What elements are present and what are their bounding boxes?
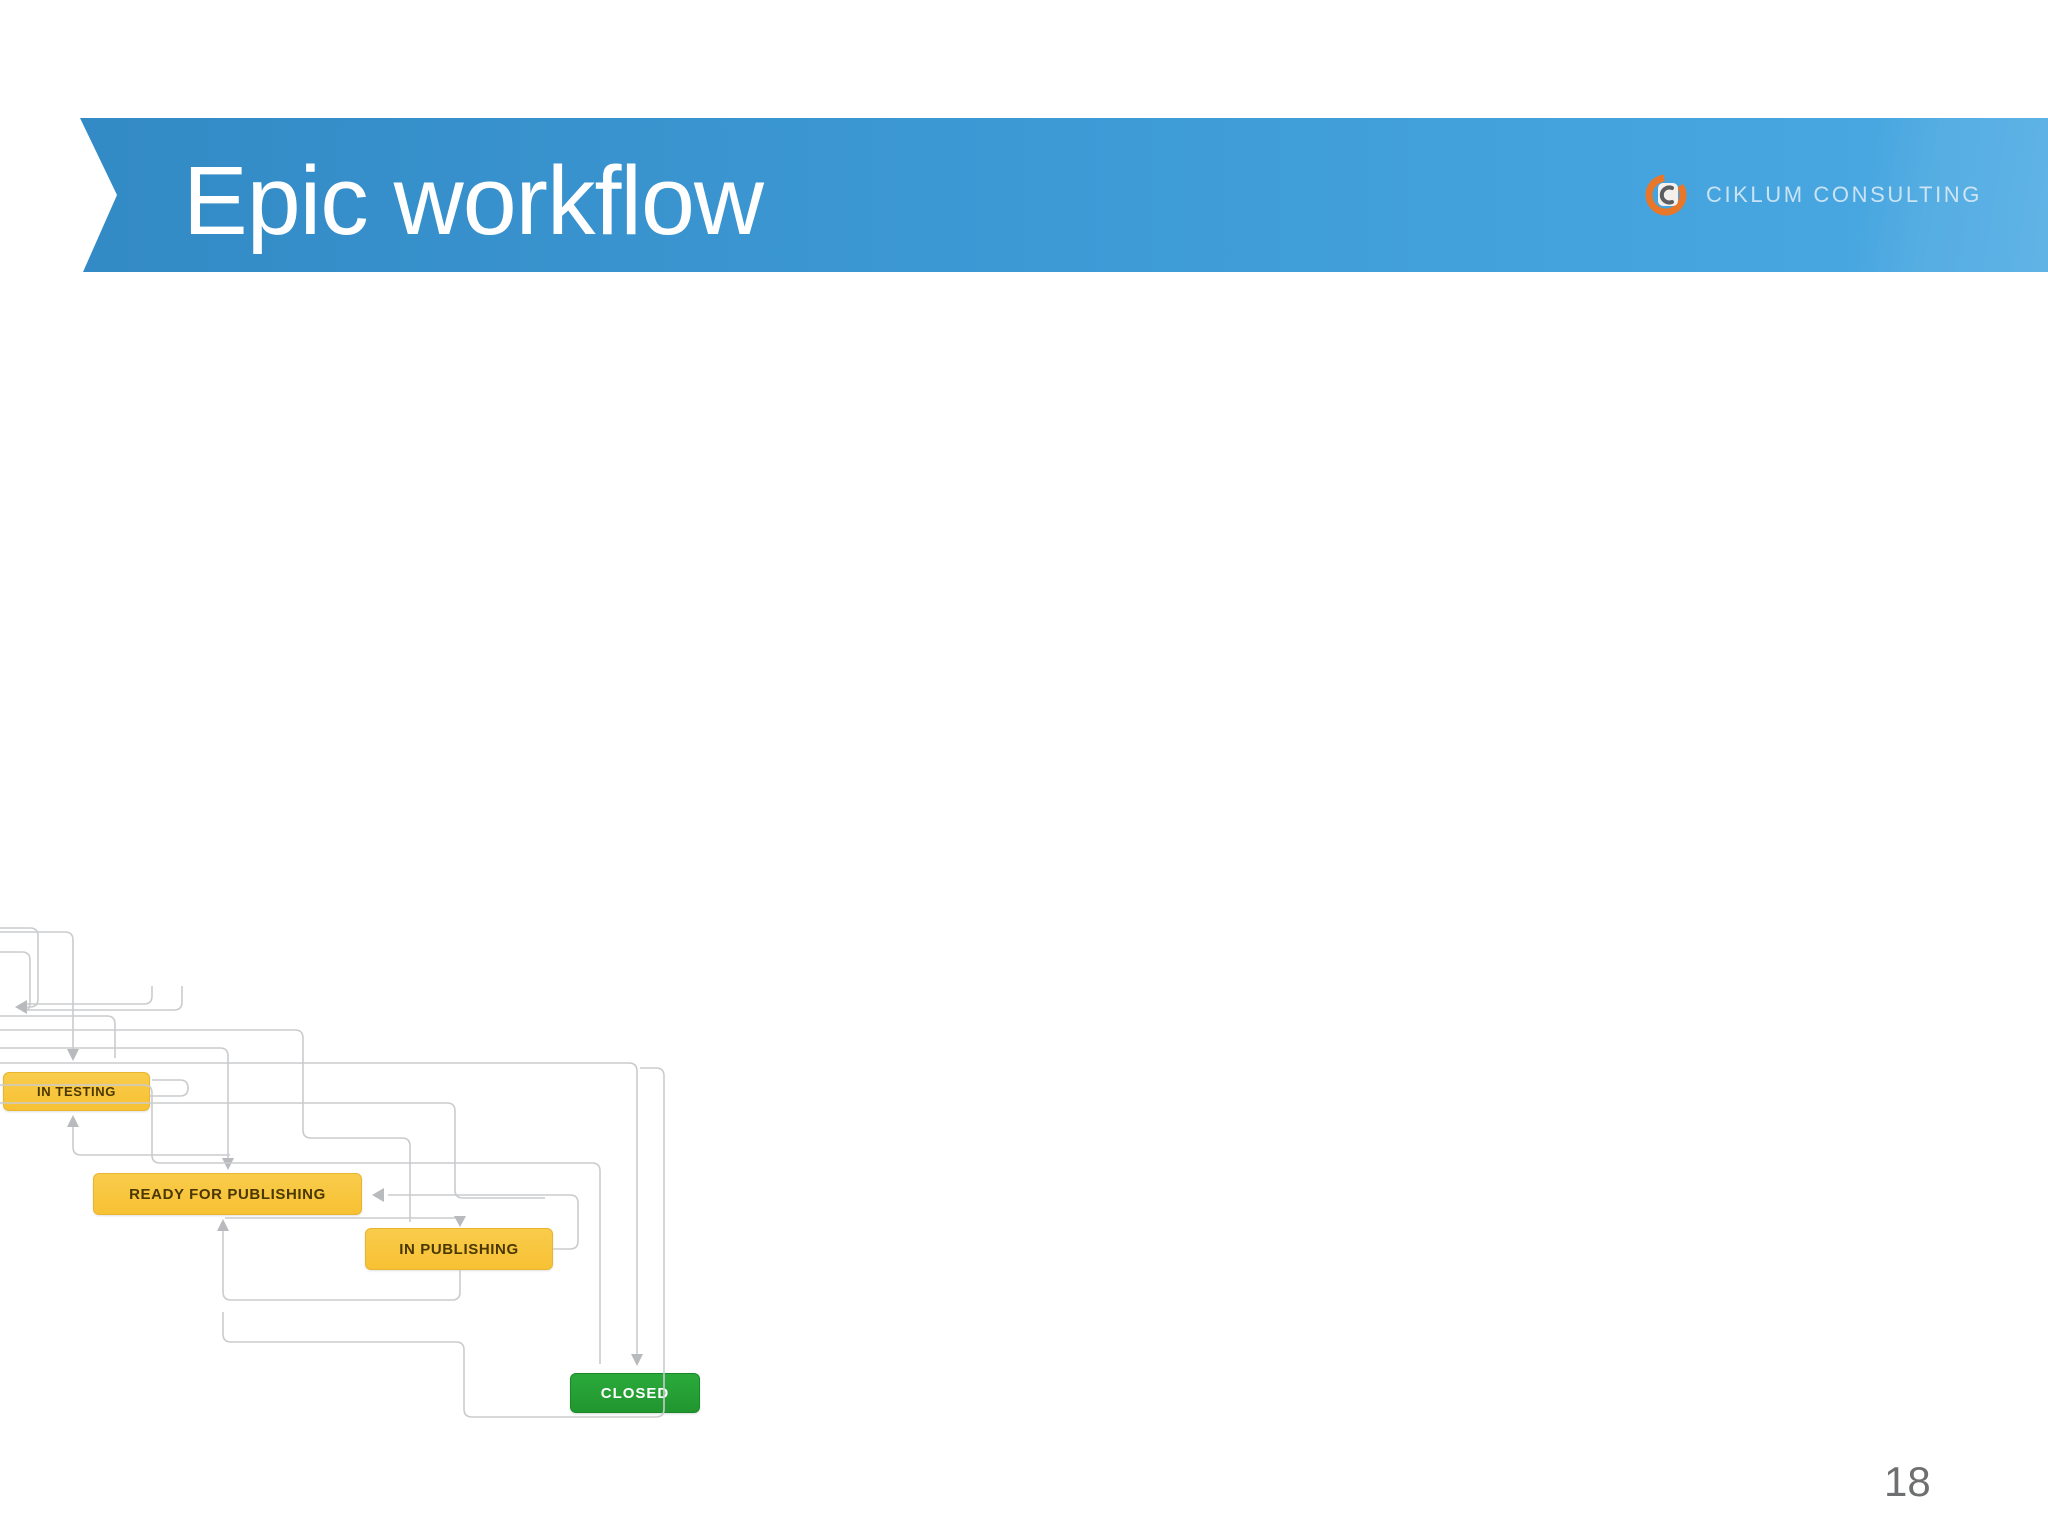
arrow-left bbox=[372, 1188, 384, 1202]
workflow-connector-lines bbox=[0, 927, 665, 1418]
brand-lockup: CIKLUM CONSULTING bbox=[1644, 118, 1982, 272]
arrow-up bbox=[67, 1115, 79, 1127]
arrow-up bbox=[217, 1219, 229, 1231]
ciklum-logo-icon bbox=[1645, 174, 1687, 216]
workflow-node-in-publishing: IN PUBLISHING bbox=[365, 1228, 553, 1270]
arrow-down bbox=[631, 1354, 643, 1366]
arrow-down bbox=[454, 1216, 466, 1227]
arrow-left bbox=[15, 1000, 27, 1014]
page-title: Epic workflow bbox=[183, 146, 764, 255]
workflow-node-in-testing: IN TESTING bbox=[3, 1072, 150, 1111]
arrow-down bbox=[67, 1049, 79, 1061]
arrow-down bbox=[222, 1158, 234, 1170]
title-banner: Epic workflow CIKLUM CONSULTING bbox=[80, 118, 2048, 272]
brand-name: CIKLUM CONSULTING bbox=[1705, 182, 1982, 207]
page-number: 18 bbox=[1884, 1458, 1931, 1505]
workflow-node-closed: CLOSED bbox=[570, 1373, 700, 1413]
workflow-node-ready-for-publishing: READY FOR PUBLISHING bbox=[93, 1173, 362, 1215]
